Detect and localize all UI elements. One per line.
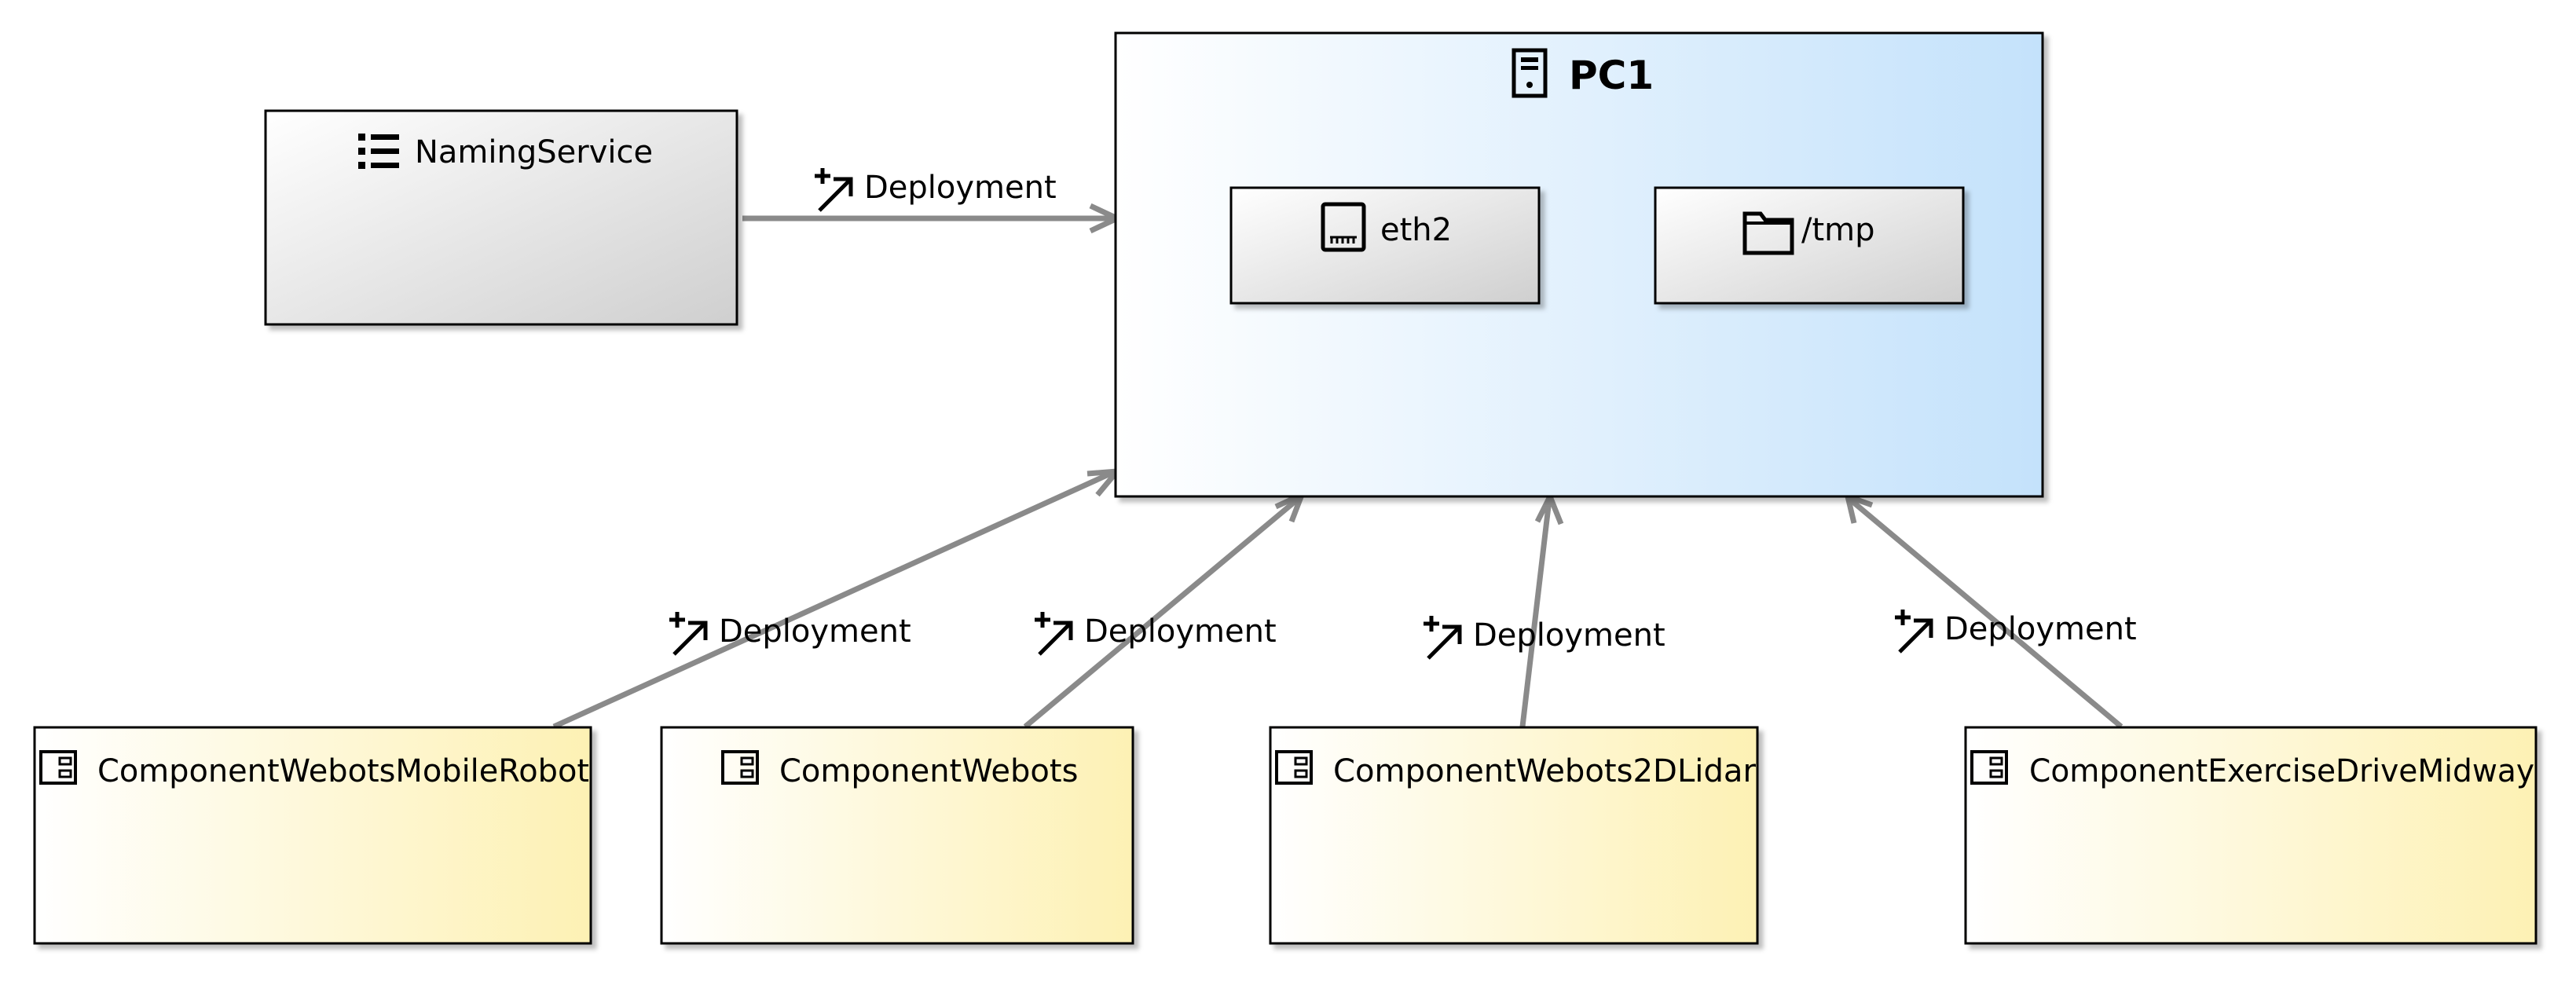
node-component-webots-mobile-robot[interactable]: ComponentWebotsMobileRobot: [33, 726, 592, 945]
component-icon: [1970, 750, 2008, 785]
node-label: eth2: [1380, 212, 1452, 248]
component-icon: [39, 750, 77, 785]
node-eth2[interactable]: eth2: [1229, 186, 1541, 305]
node-component-webots-2dlidar[interactable]: ComponentWebots2DLidar: [1269, 726, 1759, 945]
network-port-icon: [1321, 202, 1366, 252]
deployment-icon: [815, 168, 853, 212]
node-label: ComponentExerciseDriveMidway: [2029, 753, 2534, 789]
node-label: ComponentWebots: [779, 753, 1078, 789]
edge-label: Deployment: [1944, 611, 2137, 647]
edge-label: Deployment: [1084, 613, 1277, 650]
edge-label-webots: Deployment: [1035, 612, 1277, 656]
edge-2dlidar-pc1[interactable]: [1519, 489, 1564, 727]
deployment-icon: [669, 612, 708, 656]
node-component-exercise-drive-midway[interactable]: ComponentExerciseDriveMidway: [1964, 726, 2538, 945]
node-tmp[interactable]: /tmp: [1654, 186, 1965, 305]
node-component-webots[interactable]: ComponentWebots: [660, 726, 1134, 945]
deployment-icon: [1424, 616, 1462, 660]
node-label: NamingService: [415, 134, 653, 170]
folder-icon: [1742, 211, 1794, 255]
node-label: /tmp: [1801, 212, 1875, 248]
edge-label-namingservice: Deployment: [815, 168, 1057, 212]
deployment-icon: [1035, 612, 1073, 656]
node-label: ComponentWebotsMobileRobot: [97, 753, 589, 789]
edge-mobilerobot-pc1[interactable]: [552, 467, 1124, 730]
edge-label-2dlidar: Deployment: [1424, 616, 1665, 660]
node-title: PC1: [1569, 53, 1654, 98]
component-icon: [1275, 750, 1313, 785]
component-icon: [721, 750, 759, 785]
edge-label: Deployment: [719, 613, 911, 650]
node-label: ComponentWebots2DLidar: [1333, 753, 1757, 789]
edge-label-mobilerobot: Deployment: [669, 612, 911, 656]
node-namingservice[interactable]: NamingService: [264, 109, 738, 326]
deployment-icon: [1895, 610, 1933, 654]
edge-label: Deployment: [864, 170, 1057, 206]
edge-webots-pc1[interactable]: [1023, 489, 1307, 729]
computer-tower-icon: [1512, 48, 1548, 98]
edge-namingservice-pc1[interactable]: [742, 203, 1124, 234]
list-icon: [358, 134, 399, 169]
edge-label-drivemidway: Deployment: [1895, 610, 2137, 654]
edge-label: Deployment: [1473, 617, 1665, 654]
